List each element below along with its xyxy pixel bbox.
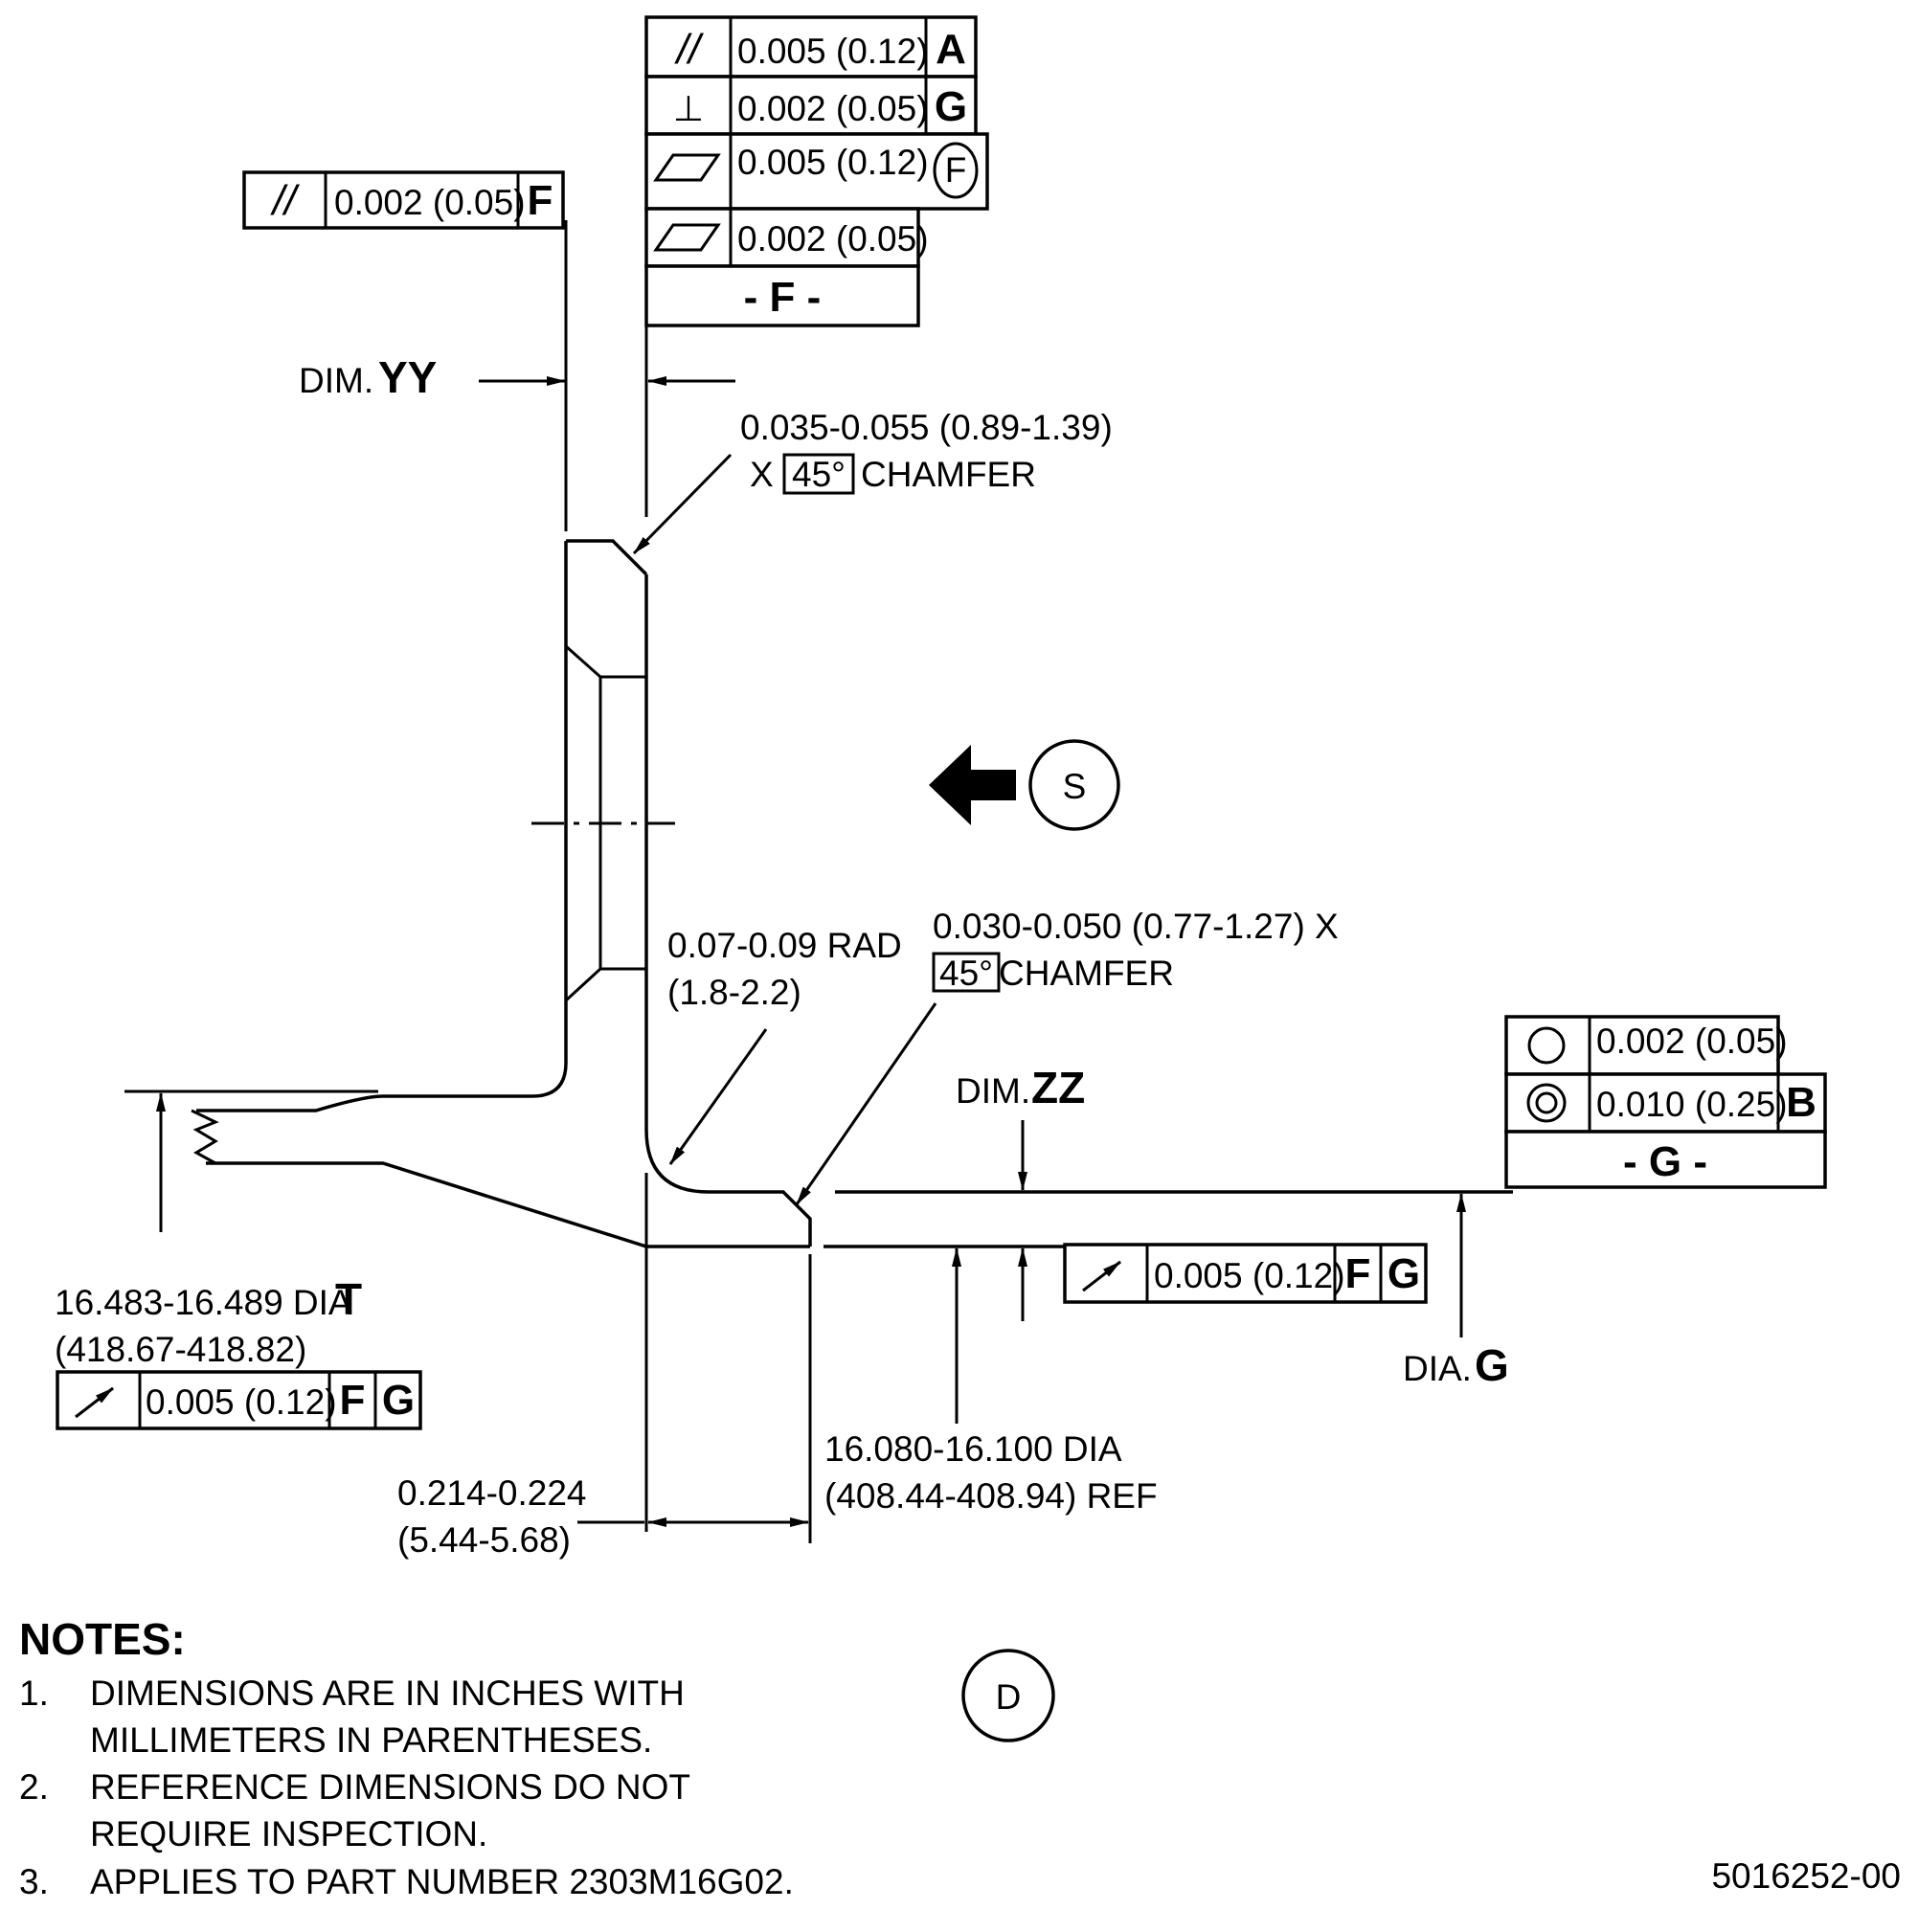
runout-left-tol: 0.005 (0.12) <box>146 1382 337 1422</box>
note-text: REQUIRE INSPECTION. <box>90 1814 487 1853</box>
runout-mid-datum2: G <box>1388 1250 1420 1297</box>
chamfer-top-note: 0.035-0.055 (0.89-1.39) X 45° CHAMFER <box>740 408 1113 495</box>
fcf-top-row4-tol: 0.002 (0.05) <box>737 219 929 258</box>
radius-note: 0.07-0.09 RAD (1.8-2.2) <box>667 926 902 1012</box>
dia-g-prefix: DIA. <box>1403 1349 1472 1388</box>
runout-mid-datum1: F <box>1345 1250 1371 1297</box>
dia-g-label: DIA. G <box>1403 1340 1509 1390</box>
note-number: 3. <box>19 1862 49 1901</box>
fcf-top-row1-datum: A <box>936 26 966 73</box>
circularity-symbol-icon <box>1527 1026 1566 1065</box>
datum-g-label: - G - <box>1623 1138 1707 1185</box>
parallelism-symbol: // <box>270 177 300 224</box>
view-d-label: D <box>996 1677 1022 1717</box>
part-profile <box>124 539 1513 1248</box>
datum-f-modifier-icon <box>933 142 979 199</box>
flatness-symbol-icon <box>653 153 721 182</box>
note-text: APPLIES TO PART NUMBER 2303M16G02. <box>90 1862 794 1901</box>
fcf-top-row1-tol: 0.005 (0.12) <box>737 32 929 71</box>
chamfer-bottom-note: 0.030-0.050 (0.77-1.27) X 45° CHAMFER <box>932 907 1339 993</box>
fcf-g-row2-datum: B <box>1786 1079 1816 1126</box>
fcf-left-parallelism: // 0.002 (0.05) F <box>242 170 565 230</box>
chamfer-top-angle: 45° <box>792 455 846 494</box>
fcf-top-row3-modifier: F <box>945 150 967 190</box>
dim-zz-prefix: DIM. <box>956 1071 1030 1111</box>
chamfer-bottom-line1: 0.030-0.050 (0.77-1.27) X <box>933 907 1339 946</box>
dia-t-name: T <box>335 1274 362 1324</box>
view-s-indicator: S <box>929 739 1120 831</box>
width-dim-line1: 0.214-0.224 <box>397 1473 587 1513</box>
fcf-top-row3-tol: 0.005 (0.12) <box>737 143 929 182</box>
fcf-g-row2-tol: 0.010 (0.25) <box>1596 1085 1788 1124</box>
note-number: 1. <box>19 1674 49 1713</box>
chamfer-bottom-word: CHAMFER <box>999 954 1174 993</box>
note-text: REFERENCE DIMENSIONS DO NOT <box>90 1767 690 1807</box>
notes-title: NOTES: <box>19 1614 186 1664</box>
fcf-top-row2-datum: G <box>935 83 967 130</box>
fcf-top-stack: // 0.005 (0.12) A ⊥ 0.002 (0.05) G 0.005… <box>644 15 989 327</box>
dia-t-note: 16.483-16.489 DIA T (418.67-418.82) <box>55 1274 362 1369</box>
dimension-lines <box>156 220 1466 1543</box>
parallelism-symbol: // <box>674 26 704 73</box>
dia-t-line1: 16.483-16.489 DIA <box>55 1283 352 1322</box>
runout-symbol-icon <box>75 1386 114 1419</box>
chamfer-top-word: CHAMFER <box>861 455 1036 494</box>
radius-line1: 0.07-0.09 RAD <box>667 926 902 965</box>
perpendicularity-symbol: ⊥ <box>673 89 704 128</box>
view-direction-arrow <box>929 745 1016 825</box>
note-number: 2. <box>19 1767 49 1807</box>
fcf-runout-left: 0.005 (0.12) F G <box>56 1370 422 1430</box>
dim-zz-label: DIM. ZZ <box>956 1063 1085 1112</box>
fcf-datum-g: 0.002 (0.05) 0.010 (0.25) B - G - <box>1504 1015 1827 1189</box>
view-d-bubble <box>961 1649 1055 1742</box>
dia-g-name: G <box>1475 1340 1509 1390</box>
chamfer-bottom-angle: 45° <box>939 954 993 993</box>
dia-t-line2: (418.67-418.82) <box>55 1330 306 1369</box>
ref-dia-line2: (408.44-408.94) REF <box>824 1476 1158 1516</box>
chamfer-top-x: X <box>750 455 774 494</box>
notes-block: NOTES: 1. DIMENSIONS ARE IN INCHES WITH … <box>19 1614 794 1901</box>
fcf-left-tol: 0.002 (0.05) <box>334 183 526 222</box>
concentricity-symbol-icon <box>1526 1083 1567 1123</box>
dim-yy-label: DIM. YY <box>299 352 437 402</box>
view-s-label: S <box>1063 767 1087 806</box>
width-dim-note: 0.214-0.224 (5.44-5.68) <box>397 1473 587 1560</box>
dim-zz-name: ZZ <box>1031 1063 1085 1112</box>
fcf-g-row1-tol: 0.002 (0.05) <box>1596 1022 1788 1061</box>
fcf-top-row2-tol: 0.002 (0.05) <box>737 89 929 128</box>
ref-dia-note: 16.080-16.100 DIA (408.44-408.94) REF <box>824 1429 1158 1516</box>
fcf-runout-middle: 0.005 (0.12) F G <box>1063 1243 1428 1304</box>
dim-yy-prefix: DIM. <box>299 361 373 400</box>
runout-symbol-icon <box>1082 1260 1121 1292</box>
radius-line2: (1.8-2.2) <box>667 973 801 1012</box>
width-dim-line2: (5.44-5.68) <box>397 1520 571 1560</box>
datum-f-label: - F - <box>744 274 822 321</box>
drawing-number: 5016252-00 <box>1711 1856 1901 1896</box>
view-s-bubble <box>1028 739 1120 831</box>
fcf-left-datum: F <box>528 177 553 224</box>
chamfer-top-line1: 0.035-0.055 (0.89-1.39) <box>740 408 1113 447</box>
runout-mid-tol: 0.005 (0.12) <box>1154 1256 1345 1295</box>
ref-dia-line1: 16.080-16.100 DIA <box>824 1429 1122 1469</box>
dim-yy-name: YY <box>378 352 437 402</box>
note-text: DIMENSIONS ARE IN INCHES WITH <box>90 1674 685 1713</box>
runout-left-datum2: G <box>382 1377 415 1424</box>
runout-left-datum1: F <box>340 1377 366 1424</box>
note-text: MILLIMETERS IN PARENTHESES. <box>90 1720 652 1760</box>
flatness-symbol-icon <box>653 223 721 252</box>
view-d-indicator: D <box>961 1649 1055 1742</box>
